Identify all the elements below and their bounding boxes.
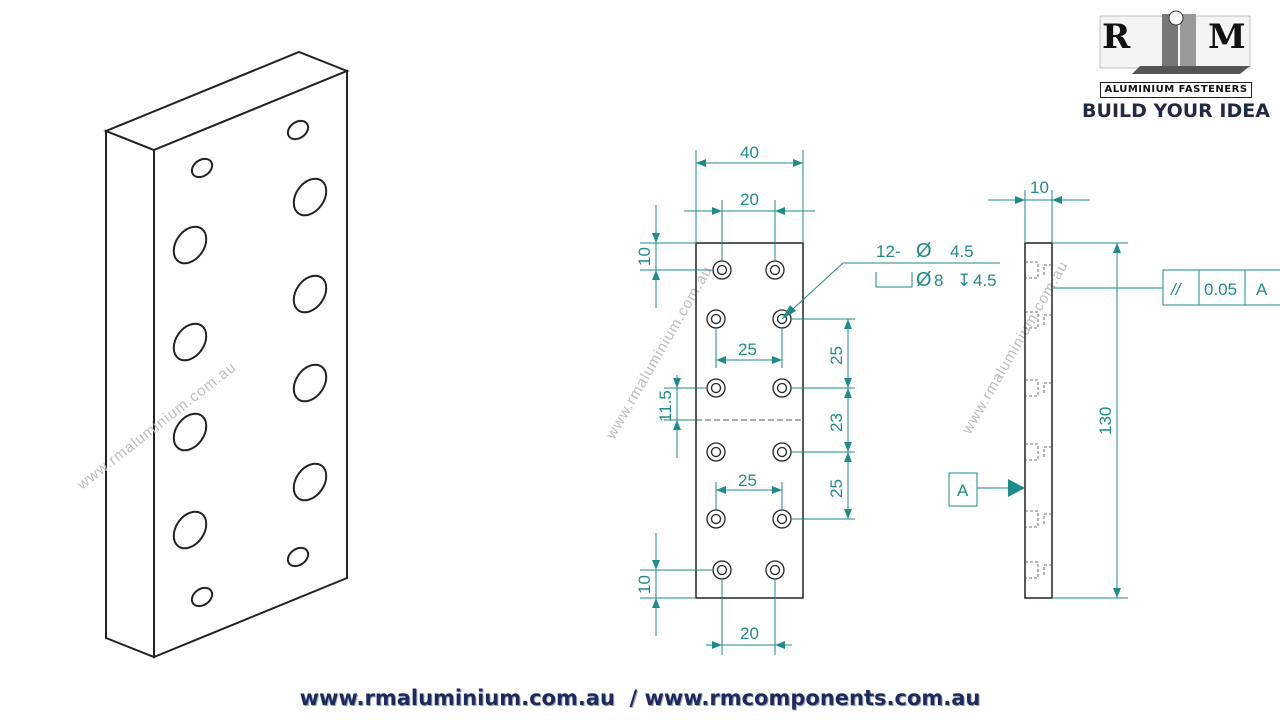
rm-monogram-icon: R M <box>1099 10 1251 74</box>
footer-links[interactable]: www.rmaluminium.com.au / www.rmcomponent… <box>299 686 981 710</box>
isometric-plate-view <box>103 50 350 659</box>
hole-callout-depth: 4.5 <box>973 271 997 290</box>
tolerance-datum: A <box>1256 280 1268 299</box>
brand-tagline: BUILD YOUR IDEA <box>1082 100 1270 122</box>
dim-center-offset: 11.5 <box>656 390 675 422</box>
dim-hole-pitch-width: 20 <box>740 190 759 209</box>
hole-callout-depth-symbol: ↧ <box>957 271 971 290</box>
hole-callout-count: 12- <box>876 242 901 261</box>
dim-overall-length: 130 <box>1096 407 1115 435</box>
dim-thickness: 10 <box>1030 178 1049 197</box>
dim-horizontal-spacing-upper: 25 <box>738 340 757 359</box>
hole-callout-cbore: 8 <box>934 271 943 290</box>
hole-callout-diameter: 4.5 <box>950 242 974 261</box>
svg-text:M: M <box>1208 17 1246 57</box>
dim-vertical-spacing-mid: 23 <box>827 413 846 432</box>
dim-vertical-spacing-upper: 25 <box>827 346 846 365</box>
side-view: 10 130 // 0.05 A A <box>948 178 1280 599</box>
brand-line: ALUMINIUM FASTENERS <box>1100 82 1252 98</box>
datum-label: A <box>957 481 969 500</box>
hole-callout-diameter-symbol: Ø <box>916 240 932 262</box>
tolerance-value: 0.05 <box>1204 280 1237 299</box>
front-view: 40 20 10 12- Ø 4.5 Ø 8 ↧ 4.5 25 25 25 23… <box>635 143 1000 655</box>
dim-top-offset: 10 <box>635 247 654 266</box>
dim-bottom-offset: 10 <box>635 575 654 594</box>
dim-horizontal-spacing-lower: 25 <box>738 471 757 490</box>
brand-logo: R M ALUMINIUM FASTENERS BUILD YOUR IDEA <box>1080 8 1272 126</box>
dim-overall-width: 40 <box>740 143 759 162</box>
dim-bottom-pitch-width: 20 <box>740 624 759 643</box>
hole-callout-cbore-symbol: Ø <box>916 269 932 291</box>
svg-text:R: R <box>1102 17 1131 57</box>
dim-vertical-spacing-lower: 25 <box>827 479 846 498</box>
tolerance-symbol: // <box>1170 280 1183 299</box>
